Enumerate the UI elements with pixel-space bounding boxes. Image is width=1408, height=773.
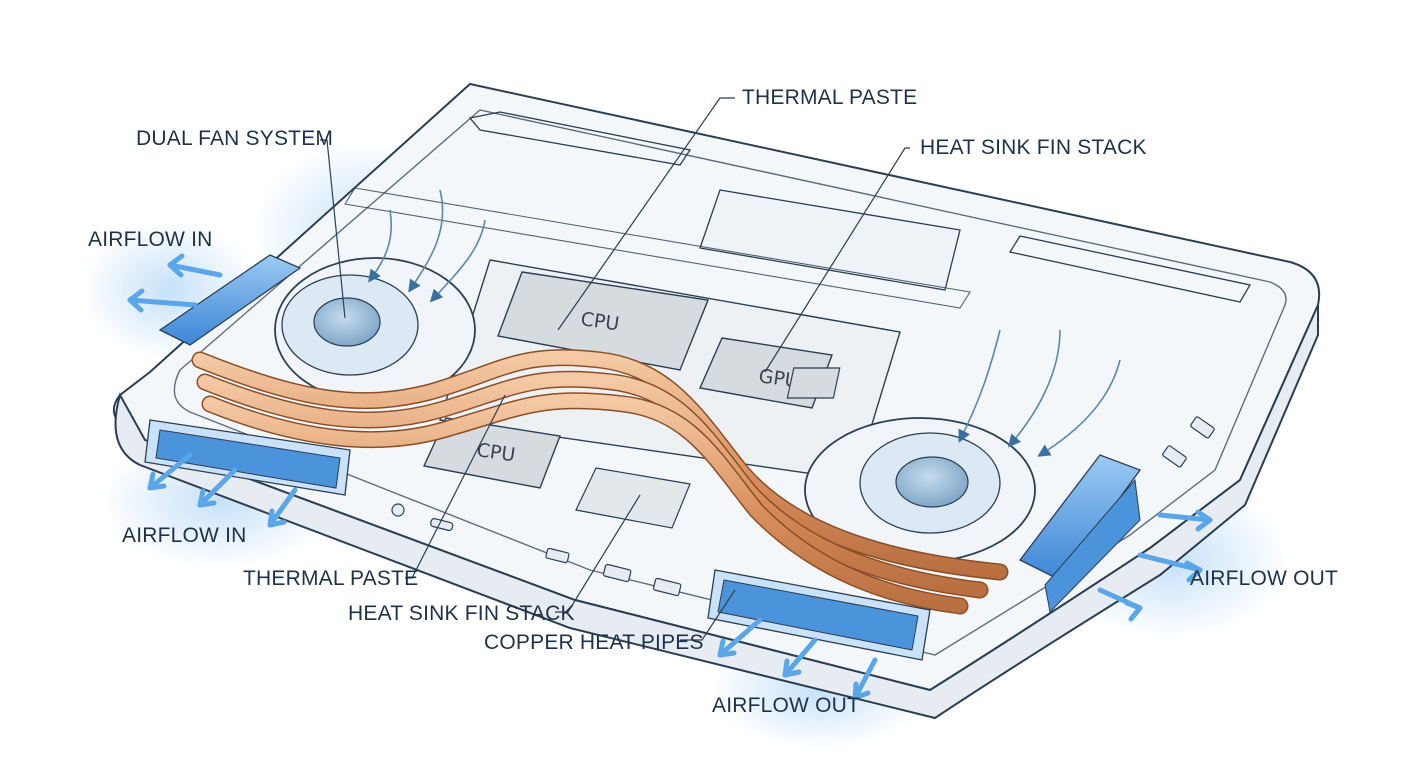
upper-panel-left [468, 111, 692, 166]
label-copper-heat-pipes: COPPER HEAT PIPES [484, 631, 704, 654]
ssd-module [575, 467, 691, 529]
cpu-chip-top [497, 271, 709, 371]
battery-panel [699, 189, 961, 291]
label-airflow-out-bottom: AIRFLOW OUT [712, 694, 861, 717]
cpu-chip-top-label: CPU [579, 308, 620, 335]
label-heat-sink-fin-stack-bottom: HEAT SINK FIN STACK [348, 602, 575, 625]
fin-stack-right [707, 454, 1142, 661]
label-heat-sink-fin-stack-top: HEAT SINK FIN STACK [920, 136, 1147, 159]
label-thermal-paste-top: THERMAL PASTE [742, 86, 918, 109]
label-dual-fan-system: DUAL FAN SYSTEM [136, 127, 334, 150]
label-airflow-out-right: AIRFLOW OUT [1190, 567, 1339, 590]
left-fan [274, 257, 476, 403]
upper-rail [344, 187, 971, 309]
chassis-inner-tray [173, 109, 1287, 656]
fin-stack-left [144, 254, 351, 496]
cpu-chip-bottom-label: CPU [475, 439, 516, 466]
label-airflow-in-left: AIRFLOW IN [88, 228, 213, 251]
airflow-arrows [127, 253, 1213, 701]
right-fan [804, 417, 1036, 563]
cpu-chip-bottom [422, 417, 561, 489]
intake-lines [368, 189, 1121, 457]
chassis-front-wall [114, 304, 1319, 720]
small-chip [786, 367, 841, 399]
label-thermal-paste-bottom: THERMAL PASTE [243, 567, 419, 590]
label-airflow-in-bottom: AIRFLOW IN [122, 524, 247, 547]
side-ports [391, 416, 1215, 597]
leader-lines [320, 97, 910, 641]
copper-heat-pipes [191, 349, 1009, 615]
upper-panel-right [1008, 235, 1252, 303]
